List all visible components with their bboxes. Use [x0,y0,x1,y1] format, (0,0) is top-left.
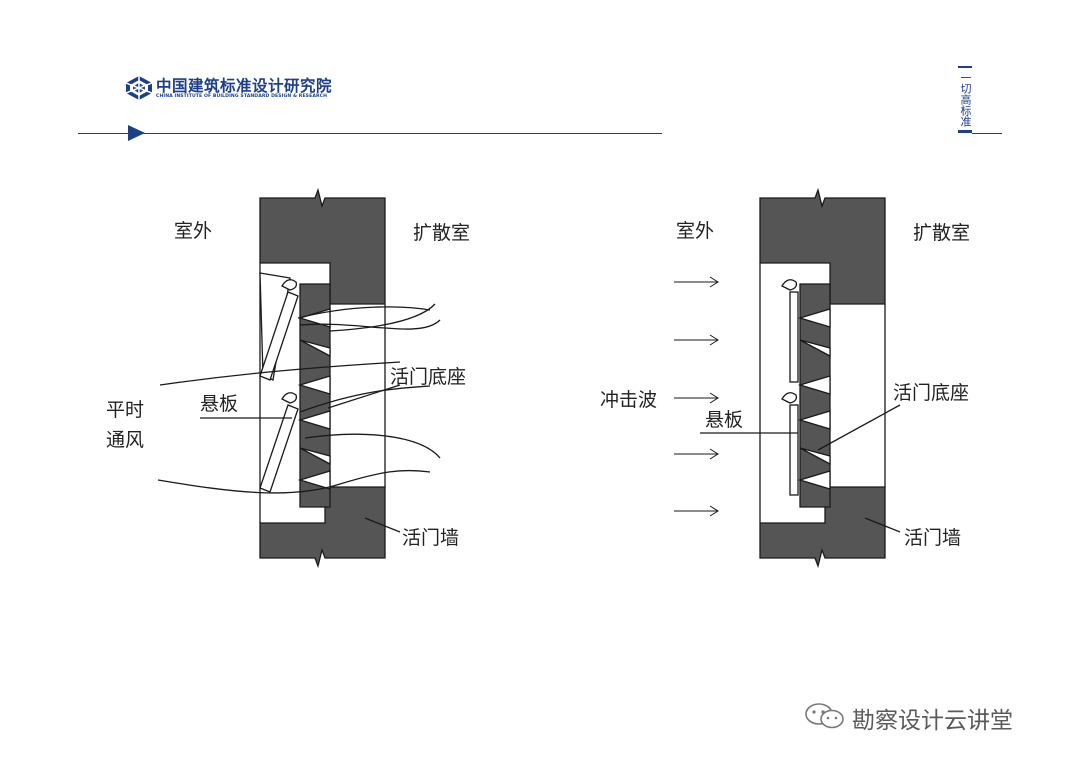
valve-slot [797,308,831,328]
suspended-plate-lower [259,404,299,493]
wall-top [759,187,886,305]
valve-slot [297,308,331,328]
label-valve-base: 活门底座 [390,366,467,388]
valve-slot [297,375,331,395]
label-suspended-plate: 悬板 [705,409,744,431]
valve-slot [799,447,831,466]
diagram-right-drawing [674,187,901,569]
shock-wave-arrows [674,276,719,517]
hinge-upper [281,279,298,291]
label-outdoor: 室外 [174,220,213,242]
valve-slot [797,470,831,490]
label-valve-wall: 活门墙 [904,527,962,549]
slide-header: 中国建筑标准设计研究院 CHINA INSTITUTE OF BUILDING … [0,0,1080,150]
airflow-line [304,433,441,459]
valve-slot [297,410,331,430]
arrow-icon [674,276,719,288]
label-shock-wave: 冲击波 [600,389,658,411]
label-suspended-plate: 悬板 [200,393,239,415]
leader-valve-wall [864,517,901,533]
leader-valve-wall [364,517,401,533]
org-logo: 中国建筑标准设计研究院 CHINA INSTITUTE OF BUILDING … [126,74,366,104]
valve-slot [297,470,331,490]
airflow-line [329,303,436,332]
label-valve-base: 活门底座 [893,382,970,404]
label-valve-wall: 活门墙 [402,527,460,549]
org-name-cn: 中国建筑标准设计研究院 [156,77,333,95]
label-normal-ventilation-2: 通风 [106,429,145,451]
label-outdoor: 室外 [676,220,715,242]
hinge-upper [781,279,798,291]
hinge-lower [781,392,798,404]
airflow-line [159,361,401,386]
org-logo-icon [126,76,152,100]
slogan-rule [972,133,1002,134]
suspended-plate-upper [259,291,299,381]
valve-slot [797,375,831,395]
label-diffusion-room: 扩散室 [413,222,471,244]
airflow-line [299,319,441,330]
label-diffusion-room: 扩散室 [913,222,971,244]
suspended-plate-upper [789,291,799,383]
airflow-line [157,469,431,494]
valve-slot [299,447,331,466]
diagram-left-drawing [157,187,441,569]
wall-bottom [759,486,886,569]
slogan-bar-bottom [958,130,972,133]
wechat-icon [805,703,844,729]
suspended-plate-lower [789,404,799,496]
slogan: 一切高标准 [958,66,972,136]
header-arrow-icon [128,125,145,141]
wall-top [259,187,386,305]
slogan-bar-top [958,66,972,68]
wall-bottom [259,486,386,569]
header-rule [78,133,662,134]
arrow-icon [674,392,719,404]
arrow-icon [674,448,719,460]
airflow-line [297,306,431,319]
arrow-icon [674,505,719,517]
org-name-en: CHINA INSTITUTE OF BUILDING STANDARD DES… [156,94,328,99]
hinge-lower [281,392,298,404]
airflow-line [299,385,431,413]
watermark-text: 勘察设计云讲堂 [852,708,1013,734]
valve-slot [797,410,831,430]
diagram-normal-ventilation: 室外 扩散室 活门底座 平时 通风 悬板 活门墙 [100,180,520,580]
label-normal-ventilation-1: 平时 [106,399,145,421]
valve-slot [799,339,831,358]
slogan-text: 一切高标准 [959,72,972,127]
arrow-icon [674,334,719,346]
valve-slot [299,339,331,358]
leader-valve-base [327,384,401,409]
leader-valve-base [817,404,901,451]
diagram-shock-wave: 室外 扩散室 冲击波 活门底座 悬板 活门墙 [600,180,1020,580]
